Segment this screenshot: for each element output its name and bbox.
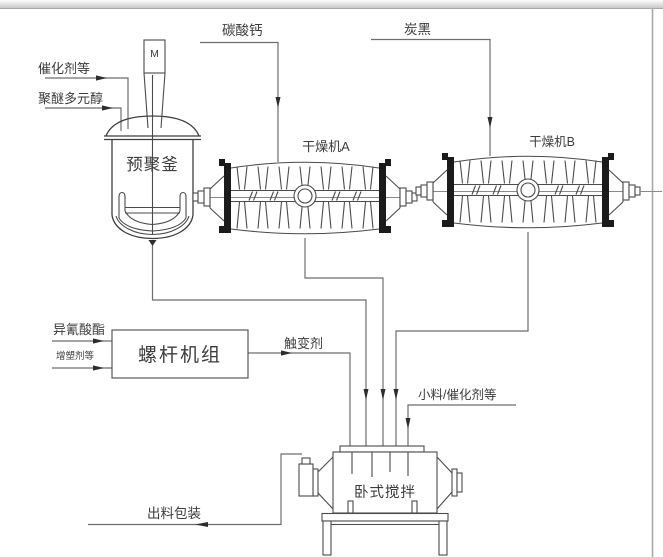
stream-polyether-polyol-line	[45, 105, 122, 131]
stream-dryer-b-outlet-line	[393, 232, 529, 446]
dryer-a-label: 干燥机A	[302, 139, 350, 154]
arrow-right-icon	[96, 75, 107, 81]
mixer-right-cone	[436, 456, 453, 510]
reactor-motor-housing	[143, 39, 166, 74]
arrow-down-icon	[380, 389, 386, 400]
stream-small-materials-line	[405, 404, 516, 446]
screw-unit: 螺杆机组	[111, 329, 249, 379]
stream-label-small-materials: 小料/催化剂等	[418, 387, 496, 402]
stream-catalyst-line	[45, 75, 129, 129]
arrow-right-icon	[281, 350, 292, 356]
reactor-body	[111, 139, 194, 240]
stream-isocyanate-line	[52, 338, 112, 344]
arrow-left-icon	[195, 522, 208, 527]
reactor-jacket-bottom	[115, 215, 190, 236]
stream-discharge-line	[88, 453, 302, 527]
stream-label-isocyanate: 异氰酸酯	[53, 322, 105, 337]
reactor-neck	[143, 72, 166, 129]
arrow-right-icon	[93, 365, 104, 371]
stream-carbon-black-line	[371, 38, 493, 156]
bottom-valve-icon	[148, 240, 157, 246]
arrow-down-icon	[487, 117, 493, 128]
reactor-vessel: M 预聚釜	[104, 39, 201, 246]
stream-label-thixotropic-agent: 触变剂	[284, 336, 323, 351]
mixer-internal-support	[347, 500, 354, 514]
mixer-right-flange	[451, 468, 458, 497]
dryer-a: 干燥机A	[193, 139, 417, 234]
arrow-down-icon	[405, 418, 411, 429]
stream-label-carbon-black: 炭黑	[404, 22, 431, 37]
dryer-b: 干燥机B	[416, 135, 662, 228]
stream-dryer-a-outlet-line	[304, 238, 386, 446]
stream-plasticizer-line	[52, 365, 112, 371]
stream-label-discharge-packaging: 出料包装	[147, 506, 201, 521]
horizontal-mixer: 卧式搅拌	[298, 445, 463, 556]
dryer-b-label: 干燥机B	[529, 135, 575, 149]
mixer-right-cap	[456, 472, 463, 493]
mixer-label: 卧式搅拌	[354, 484, 416, 501]
stream-label-polyether-polyol: 聚醚多元醇	[38, 91, 103, 106]
mixer-stand-leg	[438, 520, 448, 556]
mixer-left-flange	[312, 468, 319, 497]
stream-reactor-outlet-line	[151, 245, 369, 446]
arrow-right-icon	[102, 105, 113, 111]
mixer-stand-leg	[322, 520, 332, 556]
reactor-flange	[104, 135, 201, 141]
reactor-motor-label: M	[150, 48, 159, 60]
arrow-right-icon	[93, 338, 104, 344]
window-top-bar	[0, 0, 663, 8]
stream-thixotropic-agent-line	[248, 350, 351, 446]
mixer-internal-support	[411, 500, 418, 514]
screw-unit-box	[111, 329, 249, 379]
mixer-left-cone	[317, 456, 334, 510]
arrow-down-icon	[393, 389, 399, 400]
mixer-motor-cap	[301, 457, 311, 465]
arrow-down-icon	[275, 97, 281, 108]
mixer-inlet-stubs	[351, 452, 409, 477]
stream-label-calcium-carbonate: 碳酸钙	[222, 23, 263, 38]
stream-label-catalyst: 催化剂等	[38, 61, 90, 76]
stream-label-plasticizer: 增塑剂等	[56, 350, 95, 362]
screw-unit-label: 螺杆机组	[138, 344, 222, 366]
stream-calcium-carbonate-line	[200, 41, 281, 162]
anchor-agitator	[118, 191, 187, 232]
mixer-motor	[298, 463, 314, 497]
mixer-stand-bar	[321, 512, 449, 522]
mixer-inlet-plate	[339, 445, 425, 453]
arrow-down-icon	[363, 389, 369, 400]
reactor-label: 预聚釜	[126, 155, 179, 174]
reactor-dome	[105, 115, 200, 137]
